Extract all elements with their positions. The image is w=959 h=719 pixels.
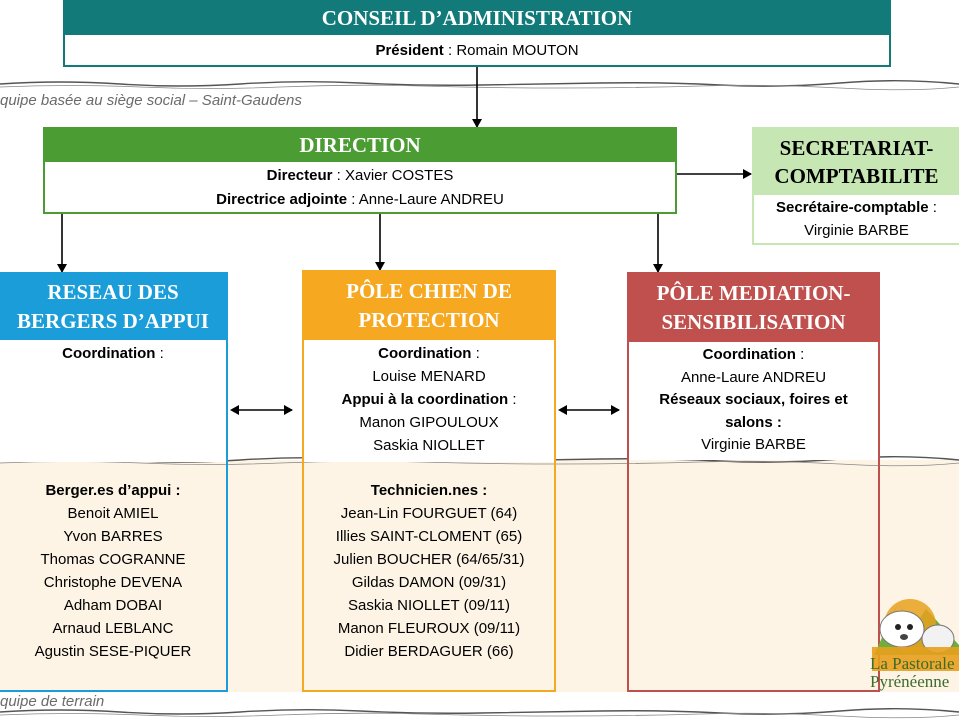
mediation-siege-body: Coordination : Anne-Laure ANDREU Réseaux… [629,342,878,460]
member-name: Benoit AMIEL [67,505,159,522]
directeur-label: Directeur [266,167,333,184]
member-name: Gildas DAMON (09/31) [351,574,507,591]
pastorale-logo: La Pastorale Pyrénéenne [868,585,959,705]
mediation-box: PÔLE MEDIATION- SENSIBILISATION Coordina… [627,272,880,692]
siege-zone-label: quipe basée au siège social – Saint-Gaud… [0,92,302,109]
reseau-coordination-separator: : [155,345,164,362]
chien-box: PÔLE CHIEN DE PROTECTION Coordination : … [302,270,556,692]
president-name: Romain MOUTON [456,42,579,59]
secretaire-separator: : [928,199,937,216]
conseil-body: Président : Romain MOUTON [65,35,889,62]
member-name: Illies SAINT-CLOMENT (65) [335,528,523,545]
mediation-coordination-separator: : [795,346,805,363]
mediation-reseaux-name: Virginie BARBE [701,436,806,453]
chien-siege-body: Coordination : Louise MENARD Appui à la … [304,340,554,462]
member-name: Adham DOBAI [63,597,163,614]
adjointe-name: : Anne-Laure ANDREU [347,191,504,208]
member-name: Manon FLEUROUX (09/11) [337,620,521,637]
chien-title: PÔLE CHIEN DE PROTECTION [304,272,554,340]
reseau-field-title: Berger.es d’appui : [45,482,181,499]
secretariat-title-line2: COMPTABILITE [774,164,939,188]
secretariat-body: Secrétaire-comptable : Virginie BARBE [754,195,959,242]
direction-body: Directeur : Xavier COSTES Directrice adj… [45,162,675,212]
chien-terrain-body: Technicien.nes : Jean-Lin FOURGUET (64) I… [304,462,554,663]
secretariat-title-line1: SECRETARIAT- [779,136,934,160]
chien-members-list: Jean-Lin FOURGUET (64) Illies SAINT-CLOME… [304,502,554,663]
directeur-name: : Xavier COSTES [332,167,454,184]
chien-appui-name: Manon GIPOULOUX [359,414,499,431]
direction-box: DIRECTION Directeur : Xavier COSTES Dire… [43,127,677,214]
secretariat-title: SECRETARIAT- COMPTABILITE [754,129,959,195]
reseau-title-line2: BERGERS D’APPUI [17,309,209,333]
member-name: Didier BERDAGUER (66) [344,643,514,660]
reseau-box: RESEAU DES BERGERS D’APPUI Coordination … [0,272,228,692]
reseau-members-list: Benoit AMIEL Yvon BARRES Thomas COGRANNE Ch… [0,502,226,663]
mediation-title-line2: SENSIBILISATION [661,310,846,334]
secretaire-label: Secrétaire-comptable [776,199,929,216]
president-label: Président [375,42,444,59]
chien-coordination-separator: : [471,345,480,362]
reseau-terrain-body: Berger.es d’appui : Benoit AMIEL Yvon BAR… [0,462,226,663]
terrain-zone-label: quipe de terrain [0,693,105,710]
president-separator: : [443,42,457,59]
reseau-siege-body: Coordination : [0,340,226,462]
logo-emblem [872,599,959,671]
conseil-box: CONSEIL D’ADMINISTRATION Président : Rom… [63,0,891,67]
chien-title-line2: PROTECTION [358,308,500,332]
chien-appui-label: Appui à la coordination [341,391,509,408]
secretariat-box: SECRETARIAT- COMPTABILITE Secrétaire-com… [752,127,959,245]
terrain-zone-background [0,460,959,692]
member-name: Thomas COGRANNE [40,551,186,568]
mediation-coordination-label: Coordination [702,346,796,363]
member-name: Yvon BARRES [63,528,163,545]
member-name: Christophe DEVENA [43,574,183,591]
wavy-separator-bottom [0,708,959,715]
secretaire-name: Virginie BARBE [804,222,909,239]
mediation-coordination-name: Anne-Laure ANDREU [680,368,827,386]
chien-coordination-name: Louise MENARD [372,368,486,385]
member-name: Julien BOUCHER (64/65/31) [333,551,525,568]
chien-coordination-label: Coordination [378,345,472,362]
mediation-title: PÔLE MEDIATION- SENSIBILISATION [629,274,878,342]
chien-appui-separator: : [508,391,517,408]
conseil-title: CONSEIL D’ADMINISTRATION [65,2,889,35]
direction-title: DIRECTION [45,129,675,162]
reseau-title: RESEAU DES BERGERS D’APPUI [0,274,226,340]
logo-line1: La Pastorale [870,654,955,673]
mediation-reseaux-label-line2: salons : [725,413,782,431]
wavy-separator-top [0,80,959,87]
mediation-title-line1: PÔLE MEDIATION- [656,281,851,305]
member-name: Agustin SESE-PIQUER [34,643,192,660]
mediation-reseaux-label-line1: Réseaux sociaux, foires et [659,391,848,408]
reseau-title-line1: RESEAU DES [47,280,179,304]
chien-field-title: Technicien.nes : [370,482,488,499]
chien-appui-name: Saskia NIOLLET [373,437,485,454]
logo-line2: Pyrénéenne [870,672,950,691]
adjointe-label: Directrice adjointe [216,191,348,208]
member-name: Arnaud LEBLANC [52,620,174,637]
chien-title-line1: PÔLE CHIEN DE [346,279,512,303]
member-name: Saskia NIOLLET (09/11) [347,597,511,614]
member-name: Jean-Lin FOURGUET (64) [340,505,518,522]
reseau-coordination-label: Coordination [62,345,156,362]
